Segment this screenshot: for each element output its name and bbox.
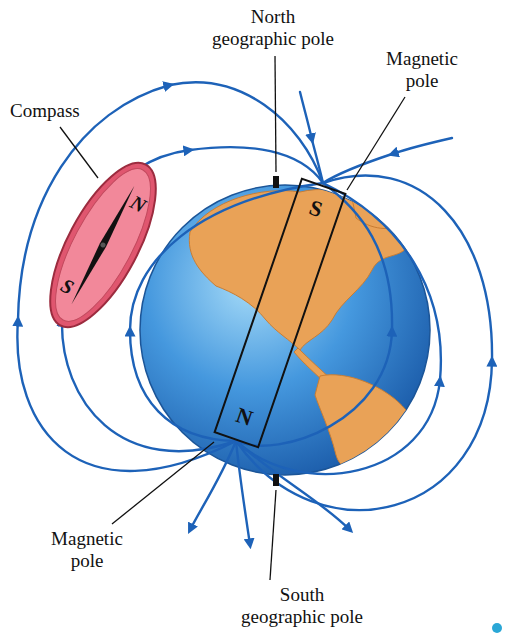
leader-line [60,127,98,178]
field-line [323,138,452,183]
leader-line [112,442,214,524]
pole-marker [273,176,279,188]
field-line [300,92,323,183]
field-line [236,441,250,545]
compass-needle [68,184,137,306]
pole-letter: S [306,197,325,222]
field-line [236,183,392,446]
north-america [189,189,412,350]
field-line [236,441,350,530]
field-line [236,176,492,510]
pole-label: North geographic pole [209,6,337,50]
needle-pivot [100,242,107,249]
field-line [190,441,236,530]
leader-lines [60,56,405,580]
field-line [130,183,323,441]
field-line [236,183,441,474]
pole-letter: N [233,404,255,430]
continents [189,189,412,471]
greenland [352,196,404,229]
pole-label: South geographic pole [238,584,366,628]
pole-label: Magnetic pole [377,48,467,92]
leader-line [347,97,405,190]
compass-rim [29,148,176,342]
compass-face [37,156,168,333]
pole-marker [273,474,279,486]
leader-line [270,490,276,580]
pole-label: Magnetic pole [42,528,132,572]
field-line [17,82,323,471]
leader-line [275,56,276,172]
bullet-dot [492,623,502,633]
part-label: Compass [10,100,80,122]
field-lines [17,82,492,545]
